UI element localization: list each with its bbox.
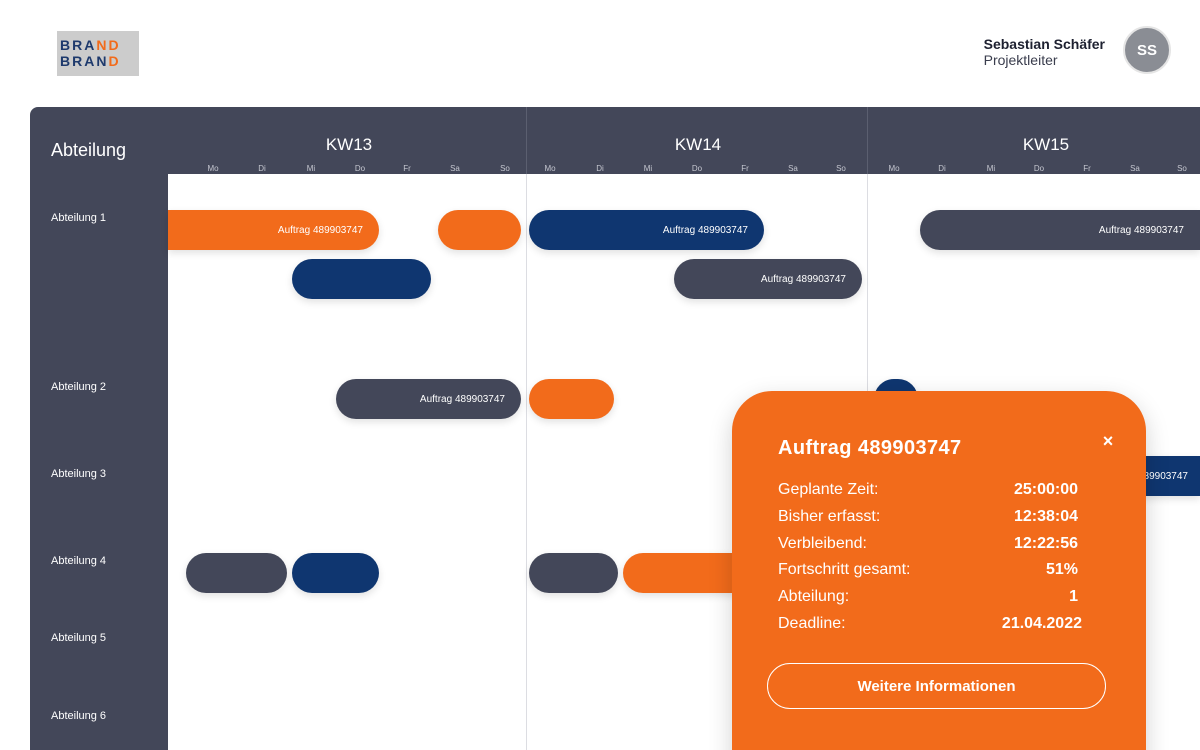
day-label: Do — [354, 164, 366, 173]
order-bar[interactable]: Auftrag 489903747 — [920, 210, 1200, 250]
avatar[interactable]: SS — [1123, 26, 1171, 74]
detail-row-department: Abteilung: 1 — [778, 588, 1078, 606]
detail-value: 25:00:00 — [1013, 481, 1078, 498]
detail-value: 12:22:56 — [1013, 535, 1078, 552]
order-bar[interactable] — [438, 210, 521, 250]
day-label: Sa — [450, 164, 460, 173]
order-bar[interactable]: Auftrag 489903747 — [529, 210, 764, 250]
day-label: So — [500, 164, 510, 173]
order-bar[interactable] — [186, 553, 287, 593]
day-label: Di — [596, 164, 604, 173]
user-info: Sebastian Schäfer Projektleiter — [984, 36, 1105, 69]
day-label: Di — [258, 164, 266, 173]
logo-text: BRA — [60, 37, 97, 53]
order-bar[interactable]: Auftrag 489903747 — [674, 259, 862, 299]
user-role: Projektleiter — [983, 52, 1058, 68]
detail-label: Geplante Zeit: — [778, 481, 879, 498]
brand-logo[interactable]: BRAND BRAND — [57, 31, 139, 76]
department-label[interactable]: Abteilung 1 — [51, 212, 107, 224]
order-bar-label: Auftrag 489903747 — [662, 224, 748, 236]
logo-text: BRAN — [60, 53, 109, 69]
week-divider — [867, 107, 868, 174]
day-label: Do — [1033, 164, 1045, 173]
popup-title: Auftrag 489903747 — [778, 437, 962, 459]
day-label: Sa — [1130, 164, 1140, 173]
order-bar[interactable]: Auftrag 489903747 — [168, 210, 379, 250]
week-label-kw15: KW15 — [1022, 135, 1070, 154]
logo-text: ND — [96, 37, 121, 53]
logo-text: D — [108, 53, 121, 69]
day-label: Mo — [207, 164, 219, 173]
detail-row-logged-time: Bisher erfasst: 12:38:04 — [778, 508, 1078, 526]
day-label: Fr — [403, 164, 411, 173]
department-label[interactable]: Abteilung 4 — [51, 555, 107, 567]
order-bar[interactable] — [529, 379, 614, 419]
detail-value: 21.04.2022 — [1001, 615, 1082, 632]
day-label: Mi — [306, 164, 316, 173]
week-label-kw14: KW14 — [674, 135, 722, 154]
detail-label: Abteilung: — [778, 588, 850, 605]
detail-value: 51% — [1045, 561, 1078, 578]
department-label[interactable]: Abteilung 5 — [51, 632, 107, 644]
day-label: Mi — [986, 164, 996, 173]
order-bar-label: Auftrag 489903747 — [1098, 224, 1184, 236]
detail-label: Deadline: — [778, 615, 846, 632]
timeline-header: KW13 KW14 KW15 Mo Di Mi Do Fr Sa So Mo D… — [168, 107, 1200, 174]
detail-value: 1 — [1069, 588, 1078, 605]
day-label: Mi — [643, 164, 653, 173]
sidebar-title: Abteilung — [51, 140, 127, 160]
day-label: Fr — [1083, 164, 1091, 173]
order-bar[interactable] — [292, 259, 431, 299]
day-label: Mo — [888, 164, 900, 173]
detail-row-deadline: Deadline: 21.04.2022 — [778, 615, 1082, 633]
department-sidebar: Abteilung Abteilung 1 Abteilung 2 Abteil… — [30, 107, 168, 750]
day-label: Mo — [544, 164, 556, 173]
week-label-kw13: KW13 — [325, 135, 373, 154]
day-label: So — [836, 164, 846, 173]
detail-value: 12:38:04 — [1013, 508, 1078, 525]
user-name: Sebastian Schäfer — [983, 36, 1105, 52]
order-bar-label: Auftrag 489903747 — [760, 273, 846, 285]
detail-label: Verbleibend: — [778, 535, 867, 552]
order-bar[interactable] — [292, 553, 379, 593]
avatar-initials: SS — [1136, 41, 1157, 59]
detail-label: Fortschritt gesamt: — [778, 561, 911, 578]
detail-row-remaining: Verbleibend: 12:22:56 — [778, 535, 1078, 553]
day-label: Do — [691, 164, 703, 173]
order-detail-popup: Auftrag 489903747 × Geplante Zeit: 25:00… — [732, 391, 1146, 750]
day-label: Di — [938, 164, 946, 173]
department-label[interactable]: Abteilung 6 — [51, 710, 107, 722]
detail-label: Bisher erfasst: — [778, 508, 881, 525]
order-bar[interactable]: Auftrag 489903747 — [336, 379, 521, 419]
more-info-button[interactable]: Weitere Informationen — [767, 663, 1106, 709]
order-bar-label: Auftrag 489903747 — [277, 224, 363, 236]
day-label: Sa — [788, 164, 798, 173]
detail-row-planned-time: Geplante Zeit: 25:00:00 — [778, 481, 1078, 499]
close-icon[interactable]: × — [1102, 431, 1114, 451]
day-label: So — [1177, 164, 1187, 173]
week-divider — [526, 174, 527, 750]
detail-row-progress: Fortschritt gesamt: 51% — [778, 561, 1078, 579]
week-divider — [526, 107, 527, 174]
order-bar-label: Auftrag 489903747 — [419, 393, 505, 405]
order-bar[interactable] — [529, 553, 618, 593]
department-label[interactable]: Abteilung 3 — [51, 468, 107, 480]
day-label: Fr — [741, 164, 749, 173]
department-label[interactable]: Abteilung 2 — [51, 381, 107, 393]
